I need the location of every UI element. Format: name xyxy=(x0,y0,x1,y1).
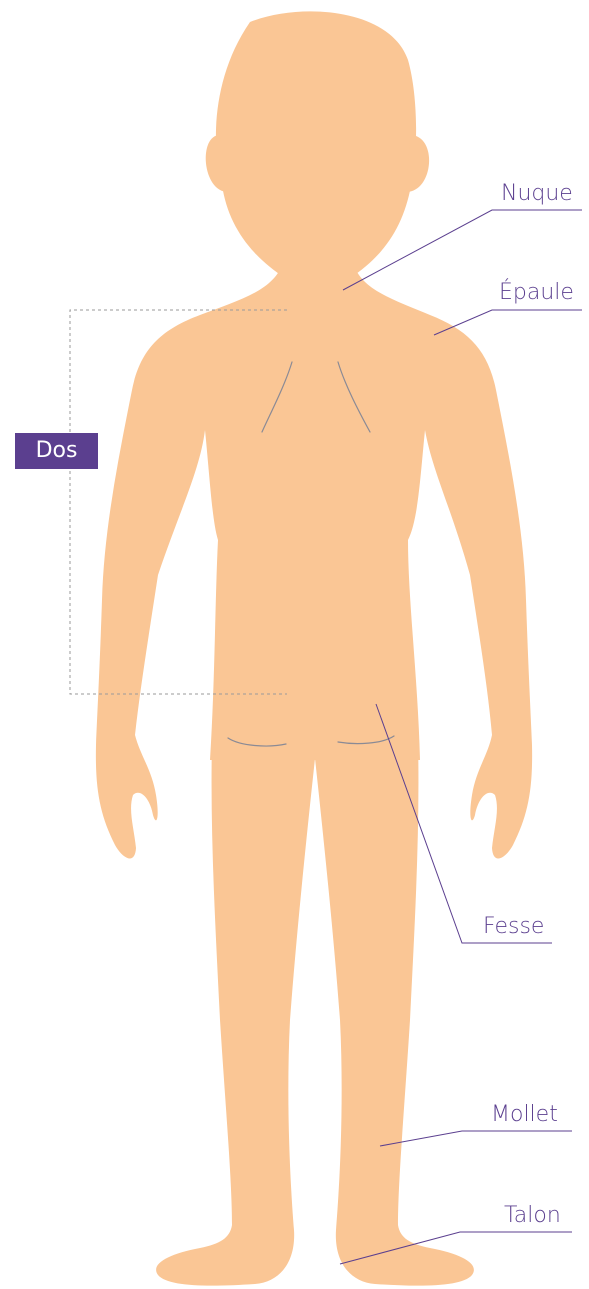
label-mollet: Mollet xyxy=(491,1104,558,1126)
right-ear xyxy=(406,135,429,192)
mollet-leader xyxy=(380,1131,572,1146)
torso-and-arms xyxy=(96,262,532,858)
right-leg xyxy=(313,740,474,1286)
label-epaule: Épaule xyxy=(499,282,574,304)
head xyxy=(216,11,416,285)
label-dos: Dos xyxy=(15,433,98,469)
label-nuque: Nuque xyxy=(501,183,573,205)
label-talon: Talon xyxy=(504,1205,561,1227)
left-leg xyxy=(156,740,317,1286)
label-fesse: Fesse xyxy=(483,916,544,938)
